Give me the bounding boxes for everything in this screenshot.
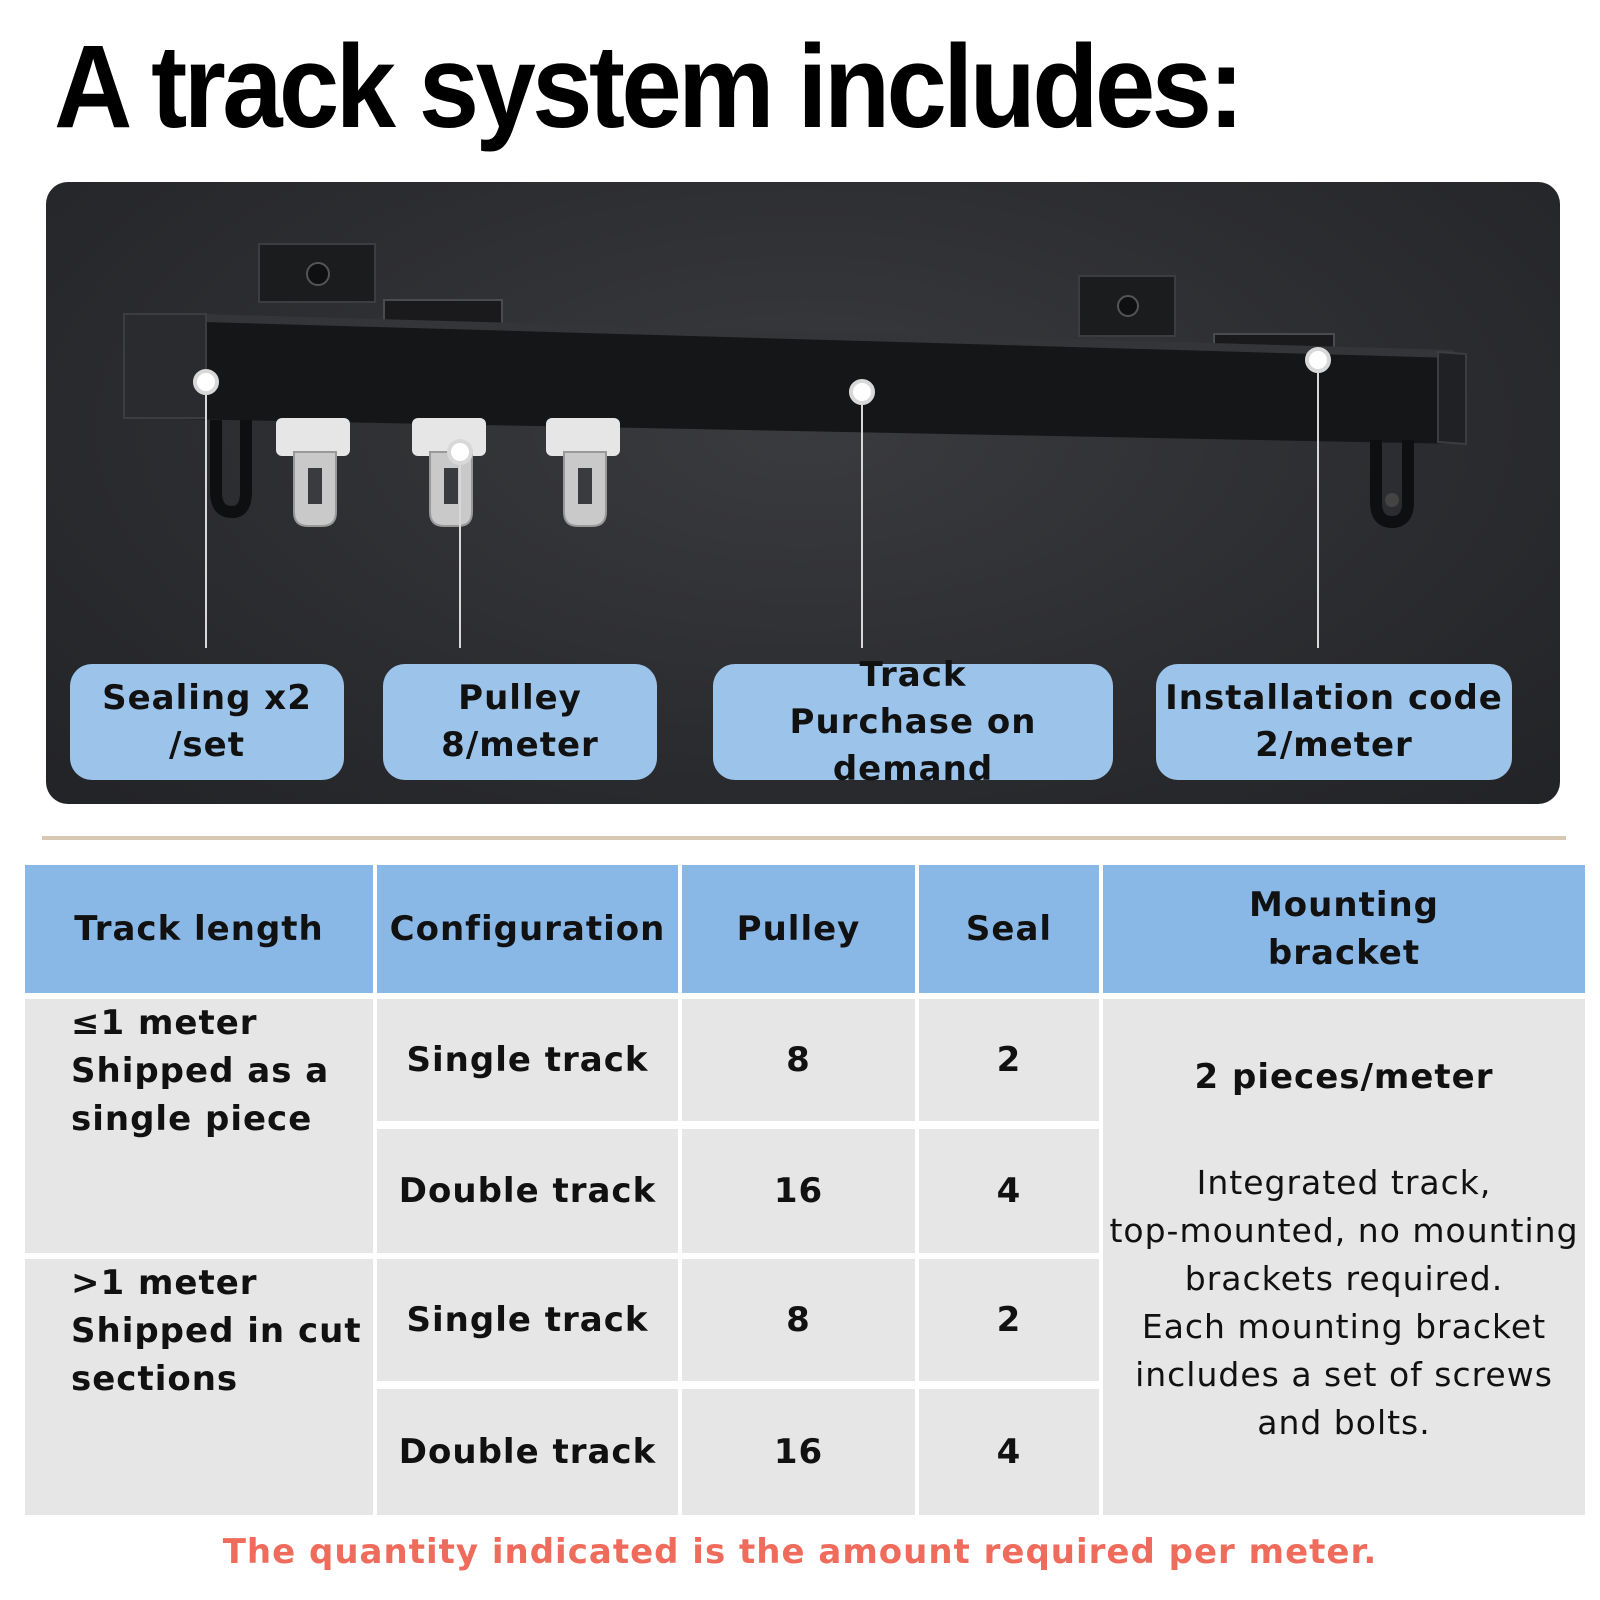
callout-dot-track: [849, 379, 875, 405]
length-cell-long: >1 meter Shipped in cut sections: [25, 1259, 373, 1515]
seal-cell: 4: [919, 1389, 1099, 1515]
config-cell: Double track: [377, 1389, 678, 1515]
header-mounting-bracket: Mounting bracket: [1103, 865, 1585, 993]
label-pulley: Pulley 8/meter: [383, 664, 657, 780]
pulley-cell: 16: [682, 1389, 915, 1515]
bracket-note-line: Integrated track,: [1196, 1163, 1492, 1202]
header-track-length: Track length: [25, 865, 373, 993]
pulley-1: [276, 418, 350, 527]
length-short-line3: single piece: [71, 1099, 313, 1139]
callout-dot-seal: [193, 369, 219, 395]
config-cell: Single track: [377, 1259, 678, 1381]
label-sealing-line2: /set: [169, 725, 245, 765]
config-cell: Single track: [377, 999, 678, 1121]
end-seal-left: [123, 313, 207, 419]
label-track-line1: Track: [859, 654, 967, 695]
header-pulley: Pulley: [682, 865, 915, 993]
label-pulley-line1: Pulley: [458, 678, 582, 718]
pulley-2: [412, 418, 486, 527]
pulley-cell: 16: [682, 1129, 915, 1253]
pulley-3: [546, 418, 620, 527]
seal-cell: 2: [919, 999, 1099, 1121]
config-cell: Double track: [377, 1129, 678, 1253]
mounting-bracket-cell: 2 pieces/meter Integrated track, top-mou…: [1103, 999, 1585, 1515]
length-short-line2: Shipped as a: [71, 1051, 330, 1091]
length-cell-short: ≤1 meter Shipped as a single piece: [25, 999, 373, 1253]
bracket-note-line: brackets required.: [1184, 1259, 1504, 1298]
label-installation-line1: Installation code: [1165, 678, 1503, 718]
callout-dot-installation: [1305, 347, 1331, 373]
bracket-note-line: Each mounting bracket: [1141, 1307, 1547, 1346]
label-installation-line2: 2/meter: [1255, 725, 1413, 765]
length-long-line1: >1 meter: [71, 1263, 258, 1303]
section-divider: [42, 836, 1566, 840]
page-title: A track system includes:: [54, 21, 1244, 153]
pulley-cell: 8: [682, 999, 915, 1121]
seal-cell: 4: [919, 1129, 1099, 1253]
callout-dot-pulley: [447, 439, 473, 465]
label-pulley-line2: 8/meter: [441, 725, 599, 765]
bracket-note-line: includes a set of screws: [1135, 1355, 1553, 1394]
bracket-note-line: top-mounted, no mounting: [1109, 1211, 1579, 1250]
footnote: The quantity indicated is the amount req…: [222, 1532, 1378, 1572]
label-track: Track Purchase on demand: [713, 655, 1113, 789]
length-long-line3: sections: [71, 1359, 239, 1399]
track-illustration: [123, 243, 1467, 648]
end-seal-right: [1437, 350, 1467, 446]
label-track-line2: Purchase on demand: [789, 701, 1037, 789]
seal-cell: 2: [919, 1259, 1099, 1381]
bracket-quantity: 2 pieces/meter: [1194, 1057, 1494, 1097]
length-long-line2: Shipped in cut: [71, 1311, 362, 1351]
label-sealing-line1: Sealing x2: [102, 678, 312, 718]
length-short-line1: ≤1 meter: [71, 1003, 258, 1043]
bracket-note: Integrated track, top-mounted, no mounti…: [1109, 1159, 1578, 1447]
label-sealing: Sealing x2 /set: [70, 664, 344, 780]
label-installation-code: Installation code 2/meter: [1156, 664, 1512, 780]
bracket-note-line: and bolts.: [1257, 1403, 1431, 1442]
header-seal: Seal: [919, 865, 1099, 993]
product-photo: Sealing x2 /set Pulley 8/meter Track Pur…: [46, 182, 1560, 804]
header-configuration: Configuration: [377, 865, 678, 993]
pulley-cell: 8: [682, 1259, 915, 1381]
